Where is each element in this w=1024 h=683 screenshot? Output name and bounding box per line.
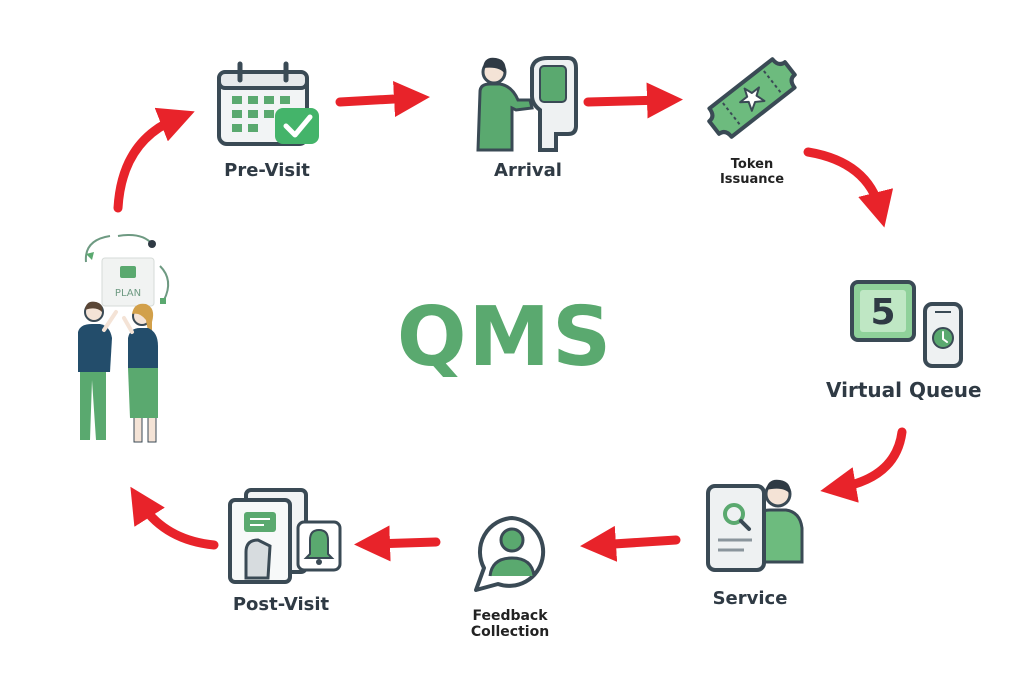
plan-board-text: PLAN [115,288,141,299]
arrow-queue-to-service [820,427,907,503]
feedback-bubble-icon [474,516,546,592]
planning-people-icon: PLAN [78,234,170,443]
stage-label-pre-visit: Pre-Visit [224,160,310,181]
arrow-token-to-queue [803,147,894,228]
arrow-feedback-to-postvisit [354,525,441,562]
arrow-service-to-feedback [580,525,681,562]
service-agent-icon [706,479,804,572]
stage-label-feedback-line2: Collection [470,624,550,640]
stage-label-service: Service [712,588,788,609]
stage-label-token-line1: Token [730,157,774,172]
arrow-plan-to-previsit [113,107,195,213]
stage-label-token-line2: Issuance [719,172,785,187]
arrow-arrival-to-token [583,82,683,119]
arrow-postvisit-to-plan [130,486,219,550]
stage-label-token: Token Issuance [700,157,804,187]
stage-label-feedback-line1: Feedback [472,608,548,624]
stage-label-arrival: Arrival [494,160,562,181]
stage-label-virtual-queue: Virtual Queue [826,378,982,402]
post-visit-docs-icon [228,488,342,584]
arrow-previsit-to-arrival [335,81,430,117]
flow-arrows [113,81,907,562]
calendar-check-icon [217,61,319,146]
queue-display-icon: 5 [850,280,963,368]
kiosk-person-icon [476,56,578,152]
stage-label-feedback: Feedback Collection [460,608,560,640]
qms-title: QMS [396,290,614,385]
stage-label-post-visit: Post-Visit [232,594,330,615]
token-ticket-icon [707,57,797,139]
queue-number: 5 [870,292,895,333]
